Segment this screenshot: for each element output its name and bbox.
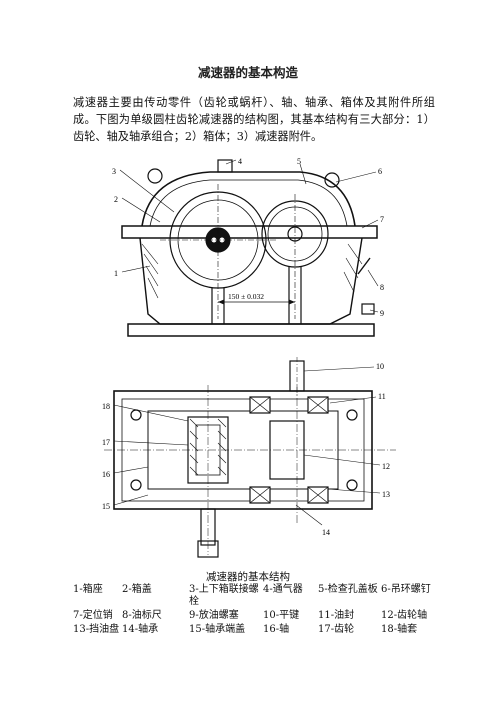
intro-paragraph: 减速器主要由传动零件（齿轮或蜗杆）、轴、轴承、箱体及其附件所组成。下图为单级圆柱… bbox=[73, 96, 435, 143]
parts-list: 1-箱座 2-箱盖 3-上下箱联接螺栓 4-通气器 5-检查孔盖板 6-吊环螺钉… bbox=[73, 583, 435, 637]
part-item: 4-通气器 bbox=[263, 584, 303, 595]
part-item: 11-油封 bbox=[318, 610, 355, 621]
callout-10: 10 bbox=[376, 362, 384, 371]
callout-14: 14 bbox=[322, 528, 330, 537]
callout-16: 16 bbox=[102, 470, 110, 479]
part-item: 6-吊环螺钉 bbox=[381, 584, 431, 595]
callout-18: 18 bbox=[102, 402, 110, 411]
callout-7: 7 bbox=[380, 215, 384, 224]
callout-2: 2 bbox=[114, 195, 118, 204]
parts-row: 7-定位销 8-油标尺 9-放油螺塞 10-平键 11-油封 12-齿轮轴 bbox=[73, 609, 435, 623]
callout-8: 8 bbox=[380, 283, 384, 292]
parts-row: 13-挡油盘 14-轴承 15-轴承端盖 16-轴 17-齿轮 18-轴套 bbox=[73, 623, 435, 637]
dimension-label: 150 ± 0.032 bbox=[228, 292, 264, 301]
callout-1: 1 bbox=[114, 269, 118, 278]
callout-13: 13 bbox=[382, 490, 390, 499]
callout-9: 9 bbox=[380, 309, 384, 318]
gearbox-section-view: 10 11 12 13 14 15 16 17 18 bbox=[102, 357, 396, 558]
part-item: 15-轴承端盖 bbox=[189, 624, 246, 635]
callout-5: 5 bbox=[297, 157, 301, 166]
callout-15: 15 bbox=[102, 502, 110, 511]
part-item: 2-箱盖 bbox=[122, 584, 152, 595]
callout-4: 4 bbox=[238, 157, 242, 166]
part-item: 12-齿轮轴 bbox=[381, 610, 428, 621]
part-item: 9-放油螺塞 bbox=[189, 610, 239, 621]
part-item: 3-上下箱联接螺栓 bbox=[189, 584, 259, 607]
part-item: 18-轴套 bbox=[381, 624, 418, 635]
figure-caption: 减速器的基本结构 bbox=[206, 571, 290, 583]
callout-12: 12 bbox=[382, 462, 390, 471]
document-title: 减速器的基本构造 bbox=[197, 65, 298, 80]
part-item: 16-轴 bbox=[263, 624, 290, 635]
callout-11: 11 bbox=[378, 392, 386, 401]
part-item: 7-定位销 bbox=[73, 610, 113, 621]
gearbox-front-view: 150 ± 0.032 1 2 3 4 5 6 7 8 9 bbox=[112, 157, 384, 337]
part-item: 1-箱座 bbox=[73, 584, 103, 595]
callout-6: 6 bbox=[378, 167, 382, 176]
callout-3: 3 bbox=[112, 167, 116, 176]
callout-17: 17 bbox=[102, 438, 110, 447]
part-item: 8-油标尺 bbox=[122, 610, 162, 621]
part-item: 5-检查孔盖板 bbox=[318, 584, 378, 595]
part-item: 10-平键 bbox=[263, 610, 300, 621]
part-item: 13-挡油盘 bbox=[73, 624, 120, 635]
parts-row: 1-箱座 2-箱盖 3-上下箱联接螺栓 4-通气器 5-检查孔盖板 6-吊环螺钉 bbox=[73, 583, 435, 609]
part-item: 17-齿轮 bbox=[318, 624, 355, 635]
part-item: 14-轴承 bbox=[122, 624, 159, 635]
